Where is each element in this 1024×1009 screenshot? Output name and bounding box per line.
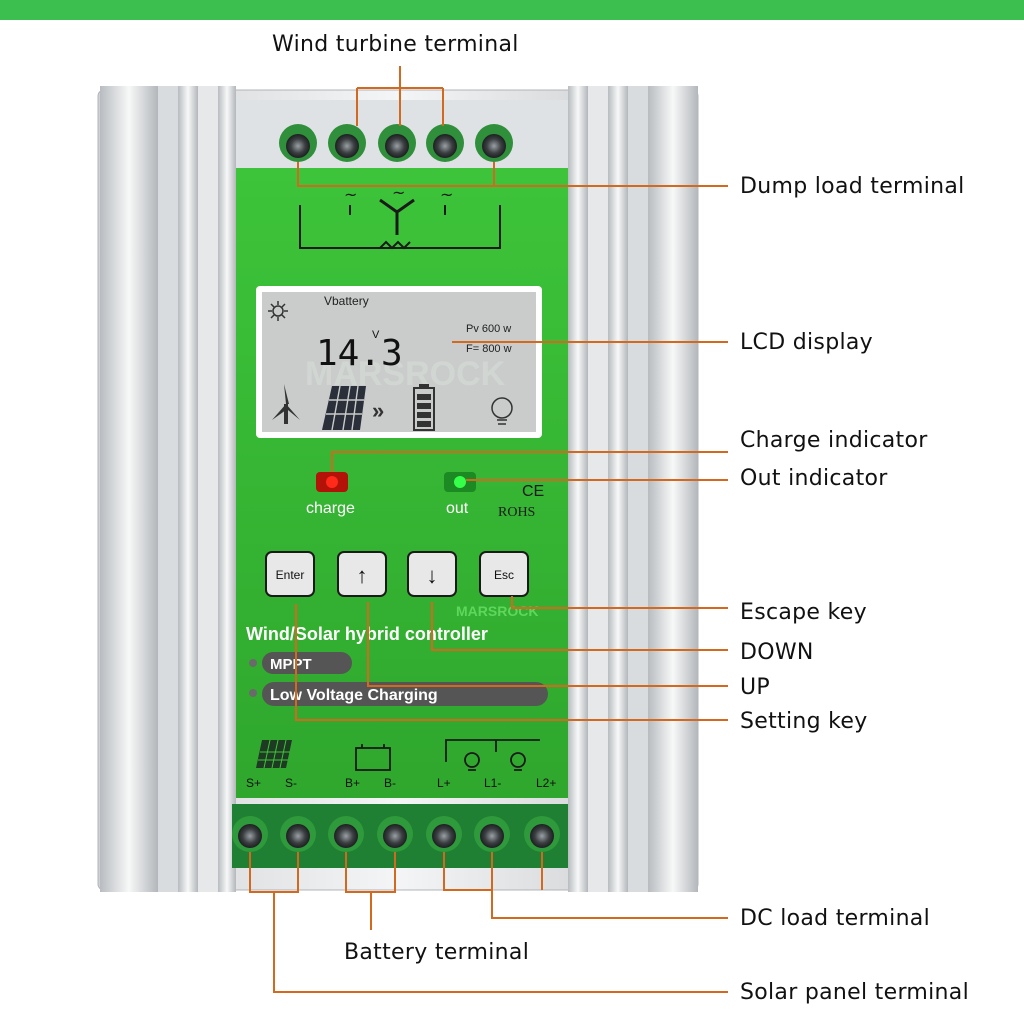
mppt-badge-label: MPPT <box>270 656 312 673</box>
top-accent-bar <box>0 0 1024 20</box>
left-fin <box>100 86 158 892</box>
solar-symbol-icon <box>256 739 292 769</box>
rohs-mark: ROHS <box>498 505 535 520</box>
terminal-label-l1-minus: L1- <box>484 776 501 790</box>
svg-text:~: ~ <box>392 183 405 202</box>
down-arrow-icon: ↓ <box>427 563 438 588</box>
callout-down: DOWN <box>740 640 814 665</box>
terminal-label-b-plus: B+ <box>345 776 360 790</box>
leader-battery <box>345 852 396 930</box>
callout-charge-indicator: Charge indicator <box>740 428 928 453</box>
enter-key-label: Enter <box>276 568 305 582</box>
sun-icon <box>268 301 288 321</box>
callout-up: UP <box>740 675 770 700</box>
charge-led-label: charge <box>306 500 355 517</box>
terminal-label-l-plus: L+ <box>437 776 451 790</box>
out-led <box>454 476 466 488</box>
solar-panel-icon <box>322 385 366 431</box>
leader-wind-turbine <box>356 66 444 126</box>
down-key[interactable]: ↓ <box>407 551 457 597</box>
leader-charge-indicator <box>331 451 728 472</box>
lcd-voltage-unit: V <box>372 329 380 341</box>
esc-key[interactable]: Esc <box>479 551 529 597</box>
terminal-label-l2-plus: L2+ <box>536 776 556 790</box>
leader-down <box>431 602 728 651</box>
leader-dc-load <box>443 852 728 919</box>
up-key[interactable]: ↑ <box>337 551 387 597</box>
controller-title: Wind/Solar hybrid controller <box>246 624 488 644</box>
callout-setting-key: Setting key <box>740 709 868 734</box>
low-voltage-badge-label: Low Voltage Charging <box>270 687 438 704</box>
terminal-label-s-plus: S+ <box>246 776 261 790</box>
right-fin <box>568 86 588 892</box>
leader-solar <box>249 852 728 993</box>
wind-turbine-icon <box>272 384 300 424</box>
leader-setting-key <box>295 604 728 721</box>
callout-battery-terminal: Battery terminal <box>344 940 530 965</box>
callout-dump-load-terminal: Dump load terminal <box>740 174 965 199</box>
svg-text:~: ~ <box>440 185 453 204</box>
lcd-vbattery-label: Vbattery <box>324 294 369 308</box>
battery-symbol-icon <box>355 744 391 771</box>
callout-dc-load-terminal: DC load terminal <box>740 906 931 931</box>
bulb-icon <box>491 397 513 425</box>
terminal-label-b-minus: B- <box>384 776 396 790</box>
charge-led <box>326 476 338 488</box>
out-led-label: out <box>446 500 469 517</box>
low-voltage-badge <box>262 682 548 706</box>
mppt-badge <box>262 652 352 674</box>
bottom-terminal-screws <box>232 816 560 852</box>
wind-terminal-screws <box>279 124 513 162</box>
callout-out-indicator: Out indicator <box>740 466 888 491</box>
lcd-pv-readout: Pv 600 w <box>466 323 511 335</box>
leader-up <box>367 602 728 687</box>
callout-escape-key: Escape key <box>740 600 867 625</box>
callout-wind-turbine-terminal: Wind turbine terminal <box>272 32 519 57</box>
turbine-schematic: ~ ~ ~ <box>299 183 501 250</box>
lcd-voltage-value: 14.3 <box>316 333 403 374</box>
terminal-label-s-minus: S- <box>285 776 297 790</box>
svg-text:~: ~ <box>344 185 357 204</box>
load-lamp-symbols <box>445 739 540 771</box>
up-arrow-icon: ↑ <box>357 563 368 588</box>
ce-mark: CE <box>522 483 544 500</box>
leader-dump-load <box>297 162 728 187</box>
battery-icon <box>413 384 435 431</box>
leader-escape-key <box>511 596 728 609</box>
marsrock-watermark: MARSROCK <box>456 603 538 619</box>
lcd-f-readout: F= 800 w <box>466 343 512 355</box>
callout-solar-panel-terminal: Solar panel terminal <box>740 980 969 1005</box>
esc-key-label: Esc <box>494 568 514 582</box>
callout-lcd-display: LCD display <box>740 330 873 355</box>
leader-lines <box>249 66 728 993</box>
charging-arrows-icon: » <box>372 398 384 423</box>
enter-key[interactable]: Enter <box>265 551 315 597</box>
lcd-screen <box>262 292 536 432</box>
